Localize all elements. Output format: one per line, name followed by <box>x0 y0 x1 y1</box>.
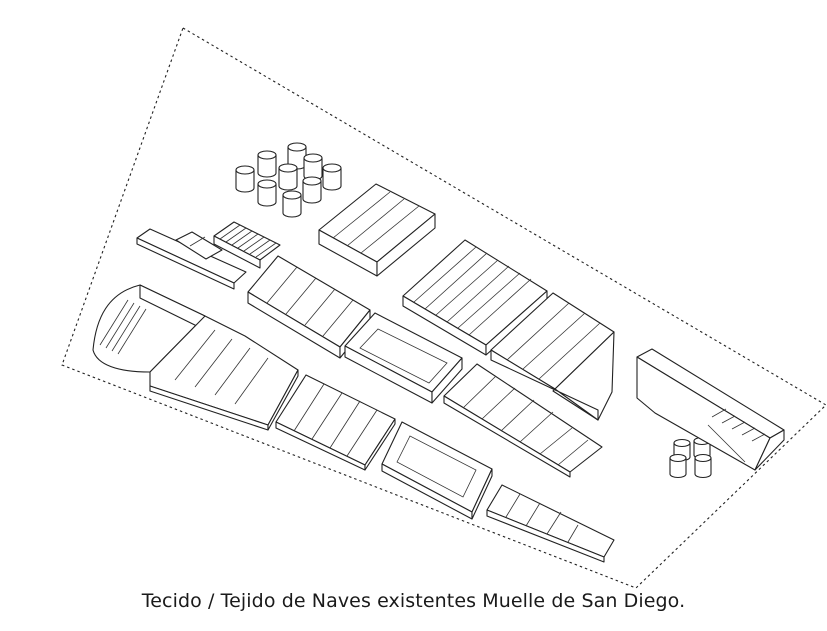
warehouse-stepped-east <box>443 363 603 478</box>
warehouse-small-left <box>136 228 247 290</box>
warehouse-long-east <box>636 348 785 471</box>
warehouse-sawtooth-center <box>402 239 548 356</box>
warehouse-stepped-south <box>275 374 396 471</box>
site-boundary <box>61 27 827 589</box>
figure-caption: Tecido / Tejido de Naves existentes Muel… <box>141 590 686 612</box>
warehouse-tall-east <box>490 292 615 421</box>
warehouse-sawtooth-north <box>318 183 436 277</box>
warehouse-tray-south <box>381 421 493 520</box>
silo-cluster-large <box>235 142 342 218</box>
warehouse-grid-roof <box>213 221 281 269</box>
warehouse-small-south <box>486 484 615 563</box>
warehouse-flat-center <box>344 312 463 404</box>
silo-cluster-small <box>669 436 712 479</box>
warehouse-long-west <box>92 284 299 431</box>
